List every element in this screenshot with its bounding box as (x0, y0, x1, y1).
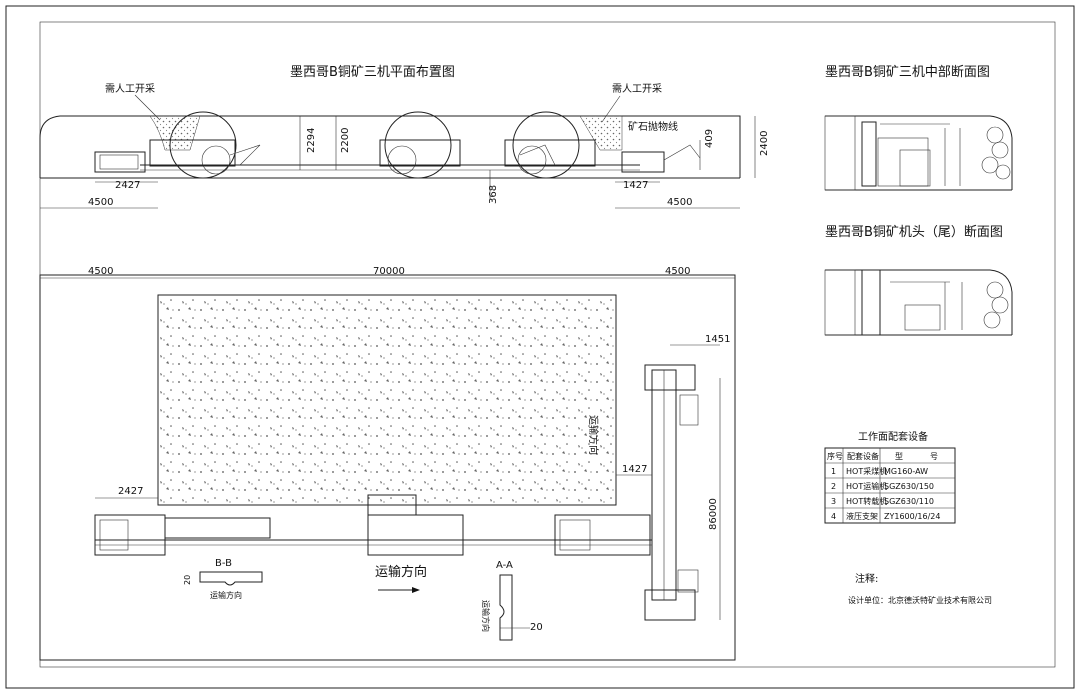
dim-4500-top-left: 4500 (88, 197, 113, 208)
section-head-title: 墨西哥B铜矿机头（尾）断面图 (825, 225, 1003, 240)
table-row-1-model: MG160-AW (884, 467, 928, 476)
label-left-manual: 需人工开采 (105, 83, 155, 95)
table-row-2-model: SGZ630/150 (884, 482, 934, 491)
bb-dim: 20 (183, 575, 192, 585)
table-row-4-model: ZY1600/16/24 (884, 512, 940, 521)
table-row-3-model: SGZ630/110 (884, 497, 934, 506)
transport-direction-bottom: 运输方向 (375, 564, 427, 580)
transport-direction-vertical: 运输方向 (587, 415, 600, 455)
section-mid-view (824, 115, 1013, 191)
table-row-1-equip: HOT采煤机 (846, 466, 887, 476)
dim-409: 409 (704, 129, 715, 148)
dim-2400: 2400 (759, 131, 770, 156)
table-row-4-equip: 液压支架 (846, 511, 878, 521)
table-row-2-equip: HOT运输机 (846, 481, 887, 491)
outer-frame (5, 5, 1075, 689)
table-row-4-seq: 4 (831, 512, 836, 521)
top-plan: 需人工开采 需人工开采 矿石抛物线 2294 2200 368 409 2400… (39, 83, 770, 209)
section-head-view (824, 269, 1013, 336)
dim-4500-bottom-left: 4500 (88, 266, 113, 277)
table-row-1-seq: 1 (831, 467, 836, 476)
table-title: 工作面配套设备 (858, 430, 928, 443)
bottom-plan: 4500 70000 4500 运输方向 1451 86000 1427 242… (39, 266, 736, 661)
dim-70000: 70000 (373, 266, 405, 277)
table-header-equip: 配套设备 (847, 451, 879, 461)
bb-section-label: B-B (215, 558, 232, 569)
dim-4500-top-right: 4500 (667, 197, 692, 208)
dim-4500-bottom-right: 4500 (665, 266, 690, 277)
aa-section-label: A-A (496, 560, 513, 571)
aa-dim: 20 (530, 622, 543, 633)
table-header-model-b: 号 (930, 452, 938, 461)
dim-1451: 1451 (705, 334, 730, 345)
dim-2427-bottom: 2427 (118, 486, 143, 497)
dim-86000: 86000 (708, 498, 719, 530)
table-header-seq: 序号 (827, 451, 843, 461)
dim-1427-top: 1427 (623, 180, 648, 191)
plan-top-title: 墨西哥B铜矿三机平面布置图 (290, 65, 455, 80)
table-row-2-seq: 2 (831, 482, 836, 491)
bb-transport-label: 运输方向 (210, 590, 242, 600)
table-row-3-equip: HOT转载机 (846, 496, 887, 506)
aa-transport-label: 运输方向 (481, 600, 491, 632)
equipment-table: 工作面配套设备 序号 配套设备 型 号 1 HOT采煤机 MG160-AW 2 … (824, 430, 956, 524)
dim-2294: 2294 (306, 128, 317, 153)
section-mid-title: 墨西哥B铜矿三机中部断面图 (825, 65, 990, 80)
ore-body (157, 294, 617, 506)
dim-2427-top: 2427 (115, 180, 140, 191)
design-unit: 设计单位：北京德沃特矿业技术有限公司 (848, 595, 992, 605)
label-rock-line: 矿石抛物线 (628, 120, 678, 133)
dim-368: 368 (488, 185, 499, 204)
dim-1427-bottom: 1427 (622, 464, 647, 475)
table-header-model-a: 型 (895, 452, 903, 461)
note-label: 注释: (855, 572, 878, 585)
table-row-3-seq: 3 (831, 497, 836, 506)
dim-2200: 2200 (340, 128, 351, 153)
label-right-manual: 需人工开采 (612, 83, 662, 95)
